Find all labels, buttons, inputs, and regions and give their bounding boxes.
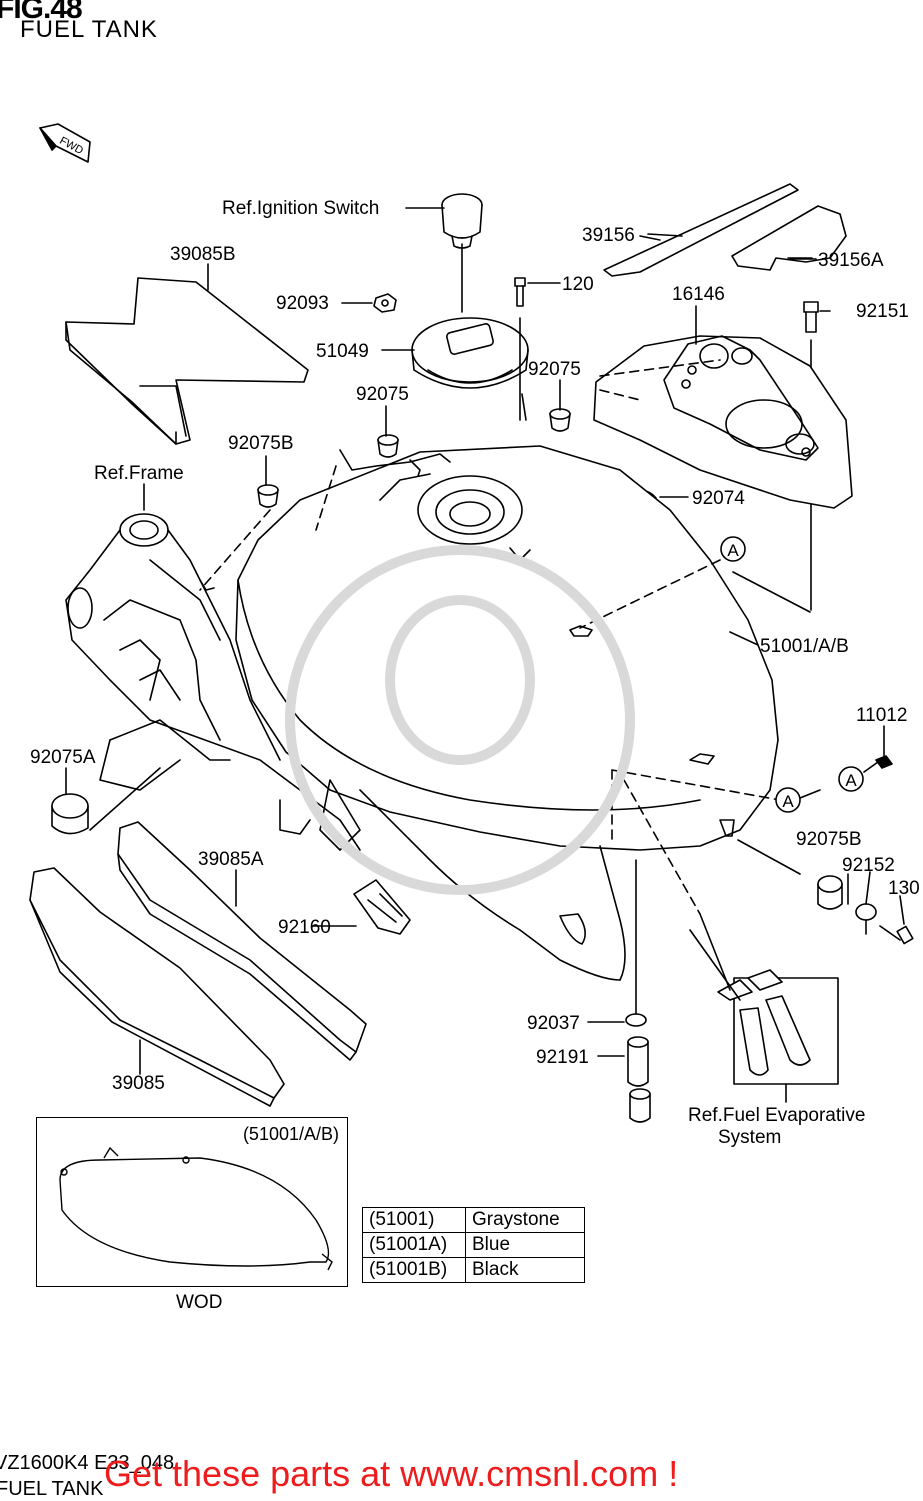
label-92075B-top[interactable]: 92075B — [228, 433, 294, 454]
label-92093[interactable]: 92093 — [276, 293, 329, 314]
color-name: Black — [465, 1257, 585, 1283]
fwd-arrow-icon: FWD — [39, 123, 91, 163]
clamp-92037[interactable] — [625, 859, 647, 1027]
table-row: (51001) Graystone — [362, 1207, 585, 1233]
leader-lines — [65, 207, 905, 1103]
pad-39085[interactable] — [29, 867, 285, 1107]
callout-a-2: A — [838, 766, 864, 792]
diagram-name: FUEL TANK — [0, 1478, 104, 1500]
svg-text:A: A — [727, 541, 739, 560]
label-11012[interactable]: 11012 — [856, 705, 908, 726]
console-cover[interactable] — [593, 335, 853, 509]
color-name: Graystone — [465, 1207, 585, 1233]
callout-a-1: A — [720, 536, 746, 562]
label-92075-right[interactable]: 92075 — [528, 359, 581, 380]
frame — [65, 513, 361, 851]
label-51001[interactable]: 51001/A/B — [760, 636, 849, 657]
grommet-92075A[interactable] — [51, 767, 161, 835]
label-92191[interactable]: 92191 — [536, 1047, 589, 1068]
pad-39085A[interactable] — [117, 821, 367, 1061]
label-92160[interactable]: 92160 — [278, 917, 331, 938]
label-39085[interactable]: 39085 — [112, 1073, 165, 1094]
label-92075A[interactable]: 92075A — [30, 747, 96, 768]
label-92037[interactable]: 92037 — [527, 1013, 580, 1034]
table-row: (51001A) Blue — [362, 1232, 585, 1258]
figure-title: FUEL TANK — [20, 16, 158, 43]
color-code: (51001B) — [362, 1257, 466, 1283]
label-51049[interactable]: 51049 — [316, 341, 369, 362]
label-120[interactable]: 120 — [562, 274, 594, 295]
ignition-switch[interactable] — [441, 193, 483, 313]
label-ref-frame[interactable]: Ref.Frame — [94, 463, 184, 484]
color-table: (51001) Graystone (51001A) Blue (51001B)… — [362, 1207, 585, 1283]
strip-39156[interactable] — [603, 183, 799, 277]
diagram-code: VZ1600K4 E33_048 — [0, 1452, 175, 1474]
inset-caption: WOD — [176, 1292, 223, 1313]
label-92074[interactable]: 92074 — [692, 488, 745, 509]
grommet-92075B-right[interactable] — [737, 839, 843, 910]
grommet-92075-left[interactable] — [377, 434, 399, 458]
promo-link[interactable]: Get these parts at www.cmsnl.com ! — [104, 1453, 679, 1494]
grommet-92075B-top[interactable] — [257, 484, 279, 508]
color-code: (51001A) — [362, 1232, 466, 1258]
inset-box: (51001/A/B) — [36, 1117, 348, 1287]
bolt-120[interactable] — [514, 277, 561, 307]
table-row: (51001B) Black — [362, 1257, 585, 1283]
label-system: System — [718, 1127, 782, 1148]
label-ref-fuel-evaporative[interactable]: Ref.Fuel Evaporative — [688, 1105, 866, 1126]
label-92075-left[interactable]: 92075 — [356, 384, 409, 405]
label-16146[interactable]: 16146 — [672, 284, 725, 305]
label-39085A[interactable]: 39085A — [198, 849, 264, 870]
hose-92191[interactable] — [627, 1036, 651, 1123]
svg-text:A: A — [782, 792, 794, 811]
pad-39085B[interactable] — [65, 277, 309, 445]
label-39156A[interactable]: 39156A — [818, 250, 884, 271]
label-130[interactable]: 130 — [888, 878, 920, 899]
color-code: (51001) — [362, 1207, 466, 1233]
label-39156[interactable]: 39156 — [582, 225, 635, 246]
label-92152[interactable]: 92152 — [842, 855, 895, 876]
grommet-92075-right[interactable] — [549, 408, 571, 432]
clip-11012[interactable] — [875, 755, 893, 769]
figure-number: FIG.48 — [0, 0, 83, 25]
label-39085B[interactable]: 39085B — [170, 244, 236, 265]
clip-92160[interactable] — [353, 879, 411, 935]
color-name: Blue — [465, 1232, 585, 1258]
callout-a-3: A — [775, 787, 801, 813]
svg-text:A: A — [845, 771, 857, 790]
bolt-130[interactable] — [879, 925, 914, 945]
label-92075B-right[interactable]: 92075B — [796, 829, 862, 850]
label-ref-ignition-switch[interactable]: Ref.Ignition Switch — [222, 198, 380, 219]
inset-tank-outline — [59, 1146, 333, 1271]
evaporative-hoses — [689, 913, 839, 1085]
leader-callouts — [732, 571, 879, 799]
plate-39156A[interactable] — [731, 205, 847, 271]
watermark-logo — [285, 545, 635, 895]
nut-92093[interactable] — [373, 293, 397, 313]
collar-92152[interactable] — [855, 903, 877, 935]
inset-part-label: (51001/A/B) — [242, 1124, 339, 1144]
label-92151[interactable]: 92151 — [856, 301, 909, 322]
cap-51049[interactable] — [411, 317, 529, 421]
